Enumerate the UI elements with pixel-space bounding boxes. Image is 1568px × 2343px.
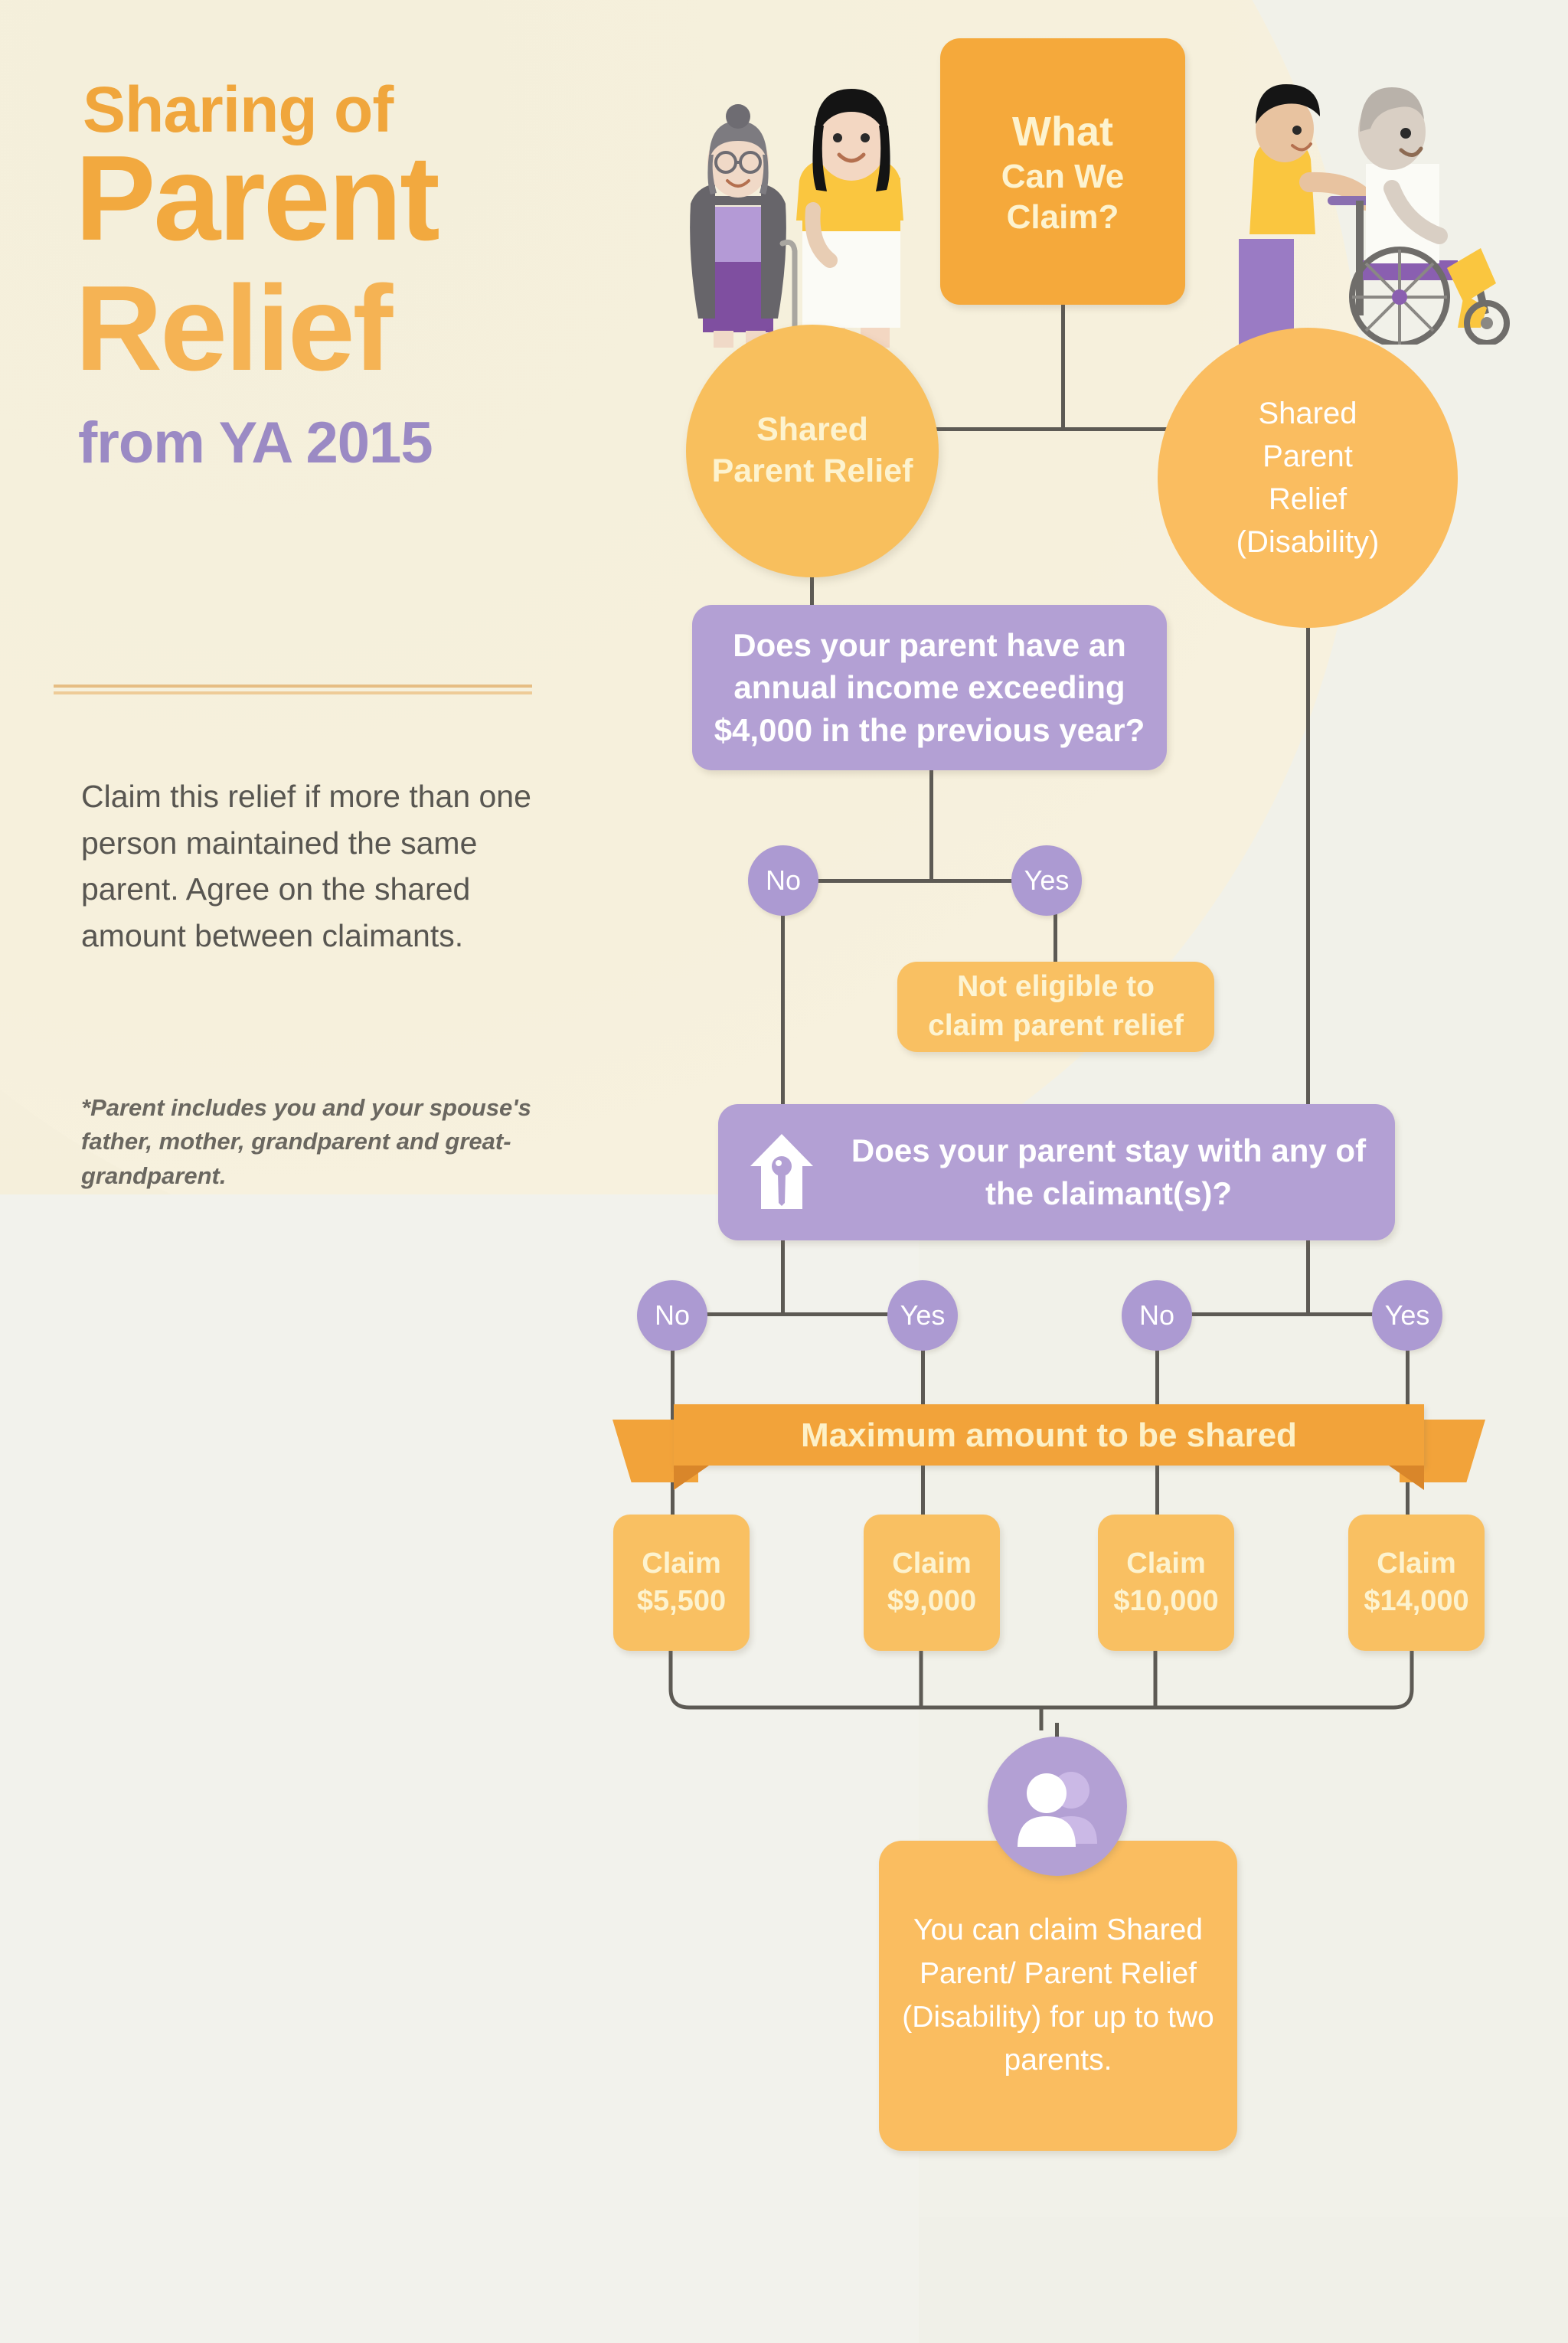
- claim-amount: $5,500: [636, 1585, 727, 1617]
- income-question-box[interactable]: Does your parent have an annual income e…: [692, 605, 1167, 770]
- stay-right-answer-no-label: No: [1138, 1299, 1175, 1331]
- root-question-line-1: What: [1012, 109, 1113, 155]
- two-people-icon: [1018, 1772, 1097, 1847]
- title-divider: [54, 685, 532, 695]
- stay-right-answer-no[interactable]: No: [1122, 1280, 1192, 1351]
- page-title-line-4: from YA 2015: [78, 410, 433, 475]
- spr-line-1: Shared: [756, 411, 868, 449]
- divider-line-top: [54, 685, 532, 688]
- divider-line-bottom: [54, 691, 532, 694]
- connector-root-down: [1061, 303, 1065, 430]
- banner-label: Maximum amount to be shared: [801, 1417, 1297, 1454]
- stay-right-answer-yes-label: Yes: [1384, 1299, 1430, 1331]
- elderly-woman-and-daughter-illustration: [690, 89, 903, 348]
- wheelchair-caregiver-illustration: [1239, 84, 1510, 345]
- connector-q1-down: [929, 767, 933, 881]
- stay-left-answer-no[interactable]: No: [637, 1280, 707, 1351]
- sprd-line-2: Parent: [1263, 440, 1353, 473]
- connector-q2-right-down: [1306, 1239, 1310, 1315]
- claim-box[interactable]: Claim $10,000: [1098, 1515, 1234, 1651]
- connector-q2-left-down: [781, 1239, 785, 1315]
- stay-left-answer-yes-label: Yes: [900, 1299, 946, 1331]
- claim-box[interactable]: Claim $14,000: [1348, 1515, 1485, 1651]
- page-title-line-2: Parent: [75, 131, 440, 266]
- banner-notch-left: [674, 1466, 709, 1490]
- sprd-line-4: (Disability): [1236, 525, 1380, 559]
- income-question-text: Does your parent have an annual income e…: [714, 626, 1145, 748]
- income-answer-yes[interactable]: Yes: [1011, 845, 1082, 916]
- sprd-line-1: Shared: [1258, 397, 1357, 430]
- claim-label: Claim: [1126, 1547, 1206, 1580]
- connector-root-bus: [936, 427, 1309, 431]
- page-title-line-3: Relief: [75, 261, 393, 396]
- stay-question-text: Does your parent stay with any of the cl…: [851, 1132, 1367, 1211]
- stay-left-answer-yes[interactable]: Yes: [887, 1280, 958, 1351]
- connector-bottom-gather: [668, 1651, 1414, 1730]
- connector-spr-down: [810, 574, 814, 609]
- connector-sprd-down: [1306, 622, 1310, 1109]
- claim-amount: $9,000: [887, 1585, 977, 1617]
- shared-parent-relief-circle[interactable]: Shared Parent Relief: [686, 325, 939, 577]
- sprd-line-3: Relief: [1268, 482, 1348, 516]
- claim-box[interactable]: Claim $9,000: [864, 1515, 1000, 1651]
- root-question-line-3: Claim?: [1006, 198, 1119, 237]
- claim-amount: $10,000: [1113, 1585, 1219, 1617]
- conclusion-text: You can claim Shared Parent/ Parent Reli…: [902, 1913, 1214, 2077]
- income-answer-no-label: No: [765, 864, 802, 896]
- background-white-sweep: [0, 1194, 919, 2343]
- shared-parent-relief-disability-circle[interactable]: Shared Parent Relief (Disability): [1158, 328, 1458, 628]
- connector-no1-down: [781, 913, 785, 1106]
- claim-label: Claim: [1377, 1547, 1456, 1580]
- income-answer-no[interactable]: No: [748, 845, 818, 916]
- connector-q2-right-bus: [1187, 1312, 1408, 1316]
- connector-q2-left-bus: [703, 1312, 923, 1316]
- spr-line-2: Parent Relief: [711, 453, 913, 489]
- two-people-badge: [988, 1737, 1127, 1876]
- not-eligible-line-1: Not eligible to: [957, 970, 1155, 1004]
- footnote-text: *Parent includes you and your spouse's f…: [81, 1094, 531, 1189]
- not-eligible-line-2: claim parent relief: [928, 1009, 1184, 1042]
- conclusion-box[interactable]: You can claim Shared Parent/ Parent Reli…: [879, 1841, 1237, 2151]
- claim-label: Claim: [892, 1547, 972, 1580]
- flowchart: What Can We Claim? Shared Parent Relief …: [612, 38, 1485, 2151]
- stay-question-box[interactable]: Does your parent stay with any of the cl…: [718, 1104, 1395, 1240]
- claim-box[interactable]: Claim $5,500: [613, 1515, 750, 1651]
- not-eligible-box[interactable]: Not eligible to claim parent relief: [897, 962, 1214, 1052]
- root-question-line-2: Can We: [1001, 157, 1125, 195]
- claim-amount: $14,000: [1364, 1585, 1469, 1617]
- page-title-line-1: Sharing of: [83, 74, 394, 145]
- claim-label: Claim: [642, 1547, 721, 1580]
- title-panel: Sharing of Parent Relief from YA 2015 Cl…: [0, 0, 582, 1302]
- maximum-amount-banner: Maximum amount to be shared: [612, 1404, 1485, 1490]
- banner-strip: [674, 1404, 1424, 1466]
- connector-yes1-down: [1054, 913, 1057, 963]
- root-question-box[interactable]: What Can We Claim?: [940, 38, 1185, 305]
- connector-q1-bus: [814, 879, 1016, 883]
- stay-left-answer-no-label: No: [654, 1299, 691, 1331]
- income-answer-yes-label: Yes: [1024, 864, 1070, 896]
- stay-right-answer-yes[interactable]: Yes: [1372, 1280, 1442, 1351]
- intro-paragraph: Claim this relief if more than one perso…: [81, 779, 531, 954]
- house-key-icon: [750, 1134, 813, 1209]
